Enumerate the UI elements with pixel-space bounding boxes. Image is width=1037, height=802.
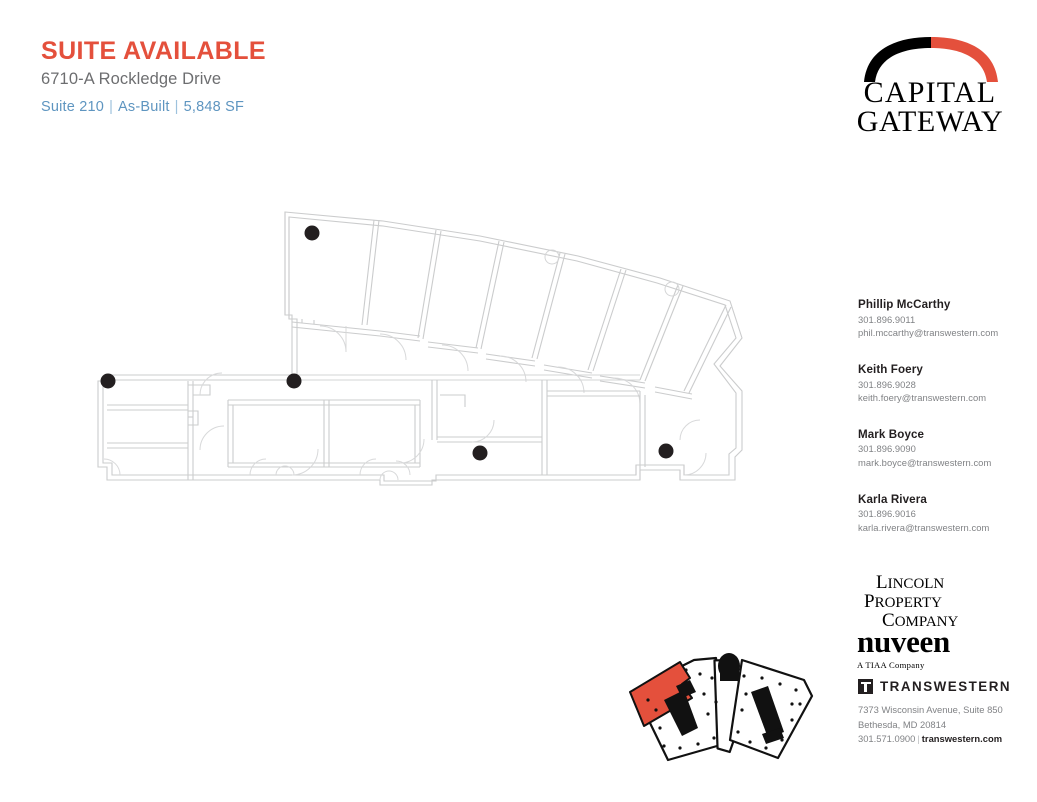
door-swings-top	[319, 325, 641, 405]
contact-name: Mark Boyce	[858, 427, 925, 441]
contact-card: Karla Rivera 301.896.9016 karla.rivera@t…	[858, 492, 1008, 535]
floor-plan	[80, 195, 780, 595]
wall-notches	[275, 465, 399, 481]
meta-separator-1: |	[109, 99, 114, 116]
contact-phone[interactable]: 301.896.9090	[858, 443, 916, 455]
floor-plan-drawing	[97, 211, 743, 486]
capital-gateway-logo: CAPITAL GATEWAY	[855, 36, 1005, 139]
contact-name: Phillip McCarthy	[858, 298, 951, 311]
column-marker	[658, 443, 674, 459]
wall-nodes	[544, 249, 680, 297]
suite-number: Suite 210	[41, 99, 105, 116]
key-plan-drawing	[629, 653, 814, 762]
page-title: SUITE AVAILABLE	[41, 37, 266, 65]
building-cores	[664, 653, 784, 744]
contact-phone[interactable]: 301.896.9016	[858, 508, 916, 520]
transwestern-t-icon	[858, 679, 873, 694]
contact-line: 301.571.0900|transwestern.com	[858, 732, 1023, 747]
address-separator: |	[917, 733, 920, 745]
contact-name: Karla Rivera	[858, 492, 927, 506]
property-address: 6710-A Rockledge Drive	[41, 70, 222, 89]
plan-type: As-Built	[118, 99, 170, 116]
lpc-line-3: COMPANY	[862, 611, 1012, 630]
header-block: SUITE AVAILABLE 6710-A Rockledge Drive S…	[41, 38, 266, 116]
address-line-2: Bethesda, MD 20814	[858, 718, 947, 730]
suite-meta: Suite 210|As-Built|5,848 SF	[41, 99, 266, 116]
column-marker	[472, 445, 488, 461]
column-markers	[100, 225, 674, 461]
lpc-line-1: LINCOLN	[862, 573, 1012, 592]
column-marker	[286, 373, 302, 389]
lpc-rest-3: OMPANY	[894, 614, 959, 630]
plan-walls	[97, 211, 743, 486]
meta-separator-2: |	[174, 99, 179, 116]
lpc-cap-3: C	[882, 610, 895, 631]
lpc-cap-1: L	[876, 572, 888, 593]
contact-name: Keith Foery	[858, 362, 923, 376]
transwestern-logo: TRANSWESTERN	[858, 679, 1023, 694]
column-grid-dots	[646, 668, 802, 750]
office-partitions	[361, 219, 732, 394]
contact-card: Mark Boyce 301.896.9090 mark.boyce@trans…	[858, 427, 1008, 470]
contact-card: Keith Foery 301.896.9028 keith.foery@tra…	[858, 362, 1008, 405]
contact-list: Phillip McCarthy 301.896.9011 phil.mccar…	[858, 297, 1008, 557]
contact-phone[interactable]: 301.896.9028	[858, 378, 916, 390]
transwestern-address: 7373 Wisconsin Avenue, Suite 850 Bethesd…	[858, 703, 1023, 747]
contact-phone[interactable]: 301.896.9011	[858, 313, 916, 325]
lpc-line-2: PROPERTY	[862, 592, 1012, 611]
address-line-1: 7373 Wisconsin Avenue, Suite 850	[858, 704, 1003, 715]
transwestern-block: TRANSWESTERN 7373 Wisconsin Avenue, Suit…	[858, 679, 1023, 747]
building-key-plan	[620, 648, 825, 773]
transwestern-wordmark: TRANSWESTERN	[880, 679, 1012, 694]
suite-area: 5,848 SF	[183, 99, 245, 116]
logo-line-2: GATEWAY	[856, 105, 1004, 139]
contact-card: Phillip McCarthy 301.896.9011 phil.mccar…	[858, 297, 1008, 340]
nuveen-tagline: A TIAA Company	[857, 660, 925, 670]
lincoln-property-company-logo: LINCOLN PROPERTY COMPANY	[862, 573, 1012, 630]
logo-line-1: CAPITAL	[863, 76, 997, 109]
column-marker	[304, 225, 320, 241]
nuveen-wordmark: nuveen	[857, 624, 950, 659]
contact-email[interactable]: karla.rivera@transwestern.com	[858, 521, 990, 533]
door-swings-bottom	[103, 372, 707, 476]
column-marker	[100, 373, 116, 389]
arch-icon	[864, 37, 998, 82]
contact-email[interactable]: phil.mccarthy@transwestern.com	[858, 327, 999, 339]
office-phone[interactable]: 301.571.0900	[858, 733, 916, 745]
website-link[interactable]: transwestern.com	[921, 733, 1003, 745]
lpc-rest-1: INCOLN	[887, 576, 945, 592]
lpc-cap-2: P	[864, 591, 875, 612]
lpc-rest-2: ROPERTY	[874, 595, 943, 611]
capital-gateway-wordmark: CAPITAL GATEWAY	[855, 76, 1005, 139]
nuveen-logo: nuveen A TIAA Company	[857, 626, 1017, 670]
contact-email[interactable]: keith.foery@transwestern.com	[858, 392, 987, 404]
contact-email[interactable]: mark.boyce@transwestern.com	[858, 457, 992, 469]
